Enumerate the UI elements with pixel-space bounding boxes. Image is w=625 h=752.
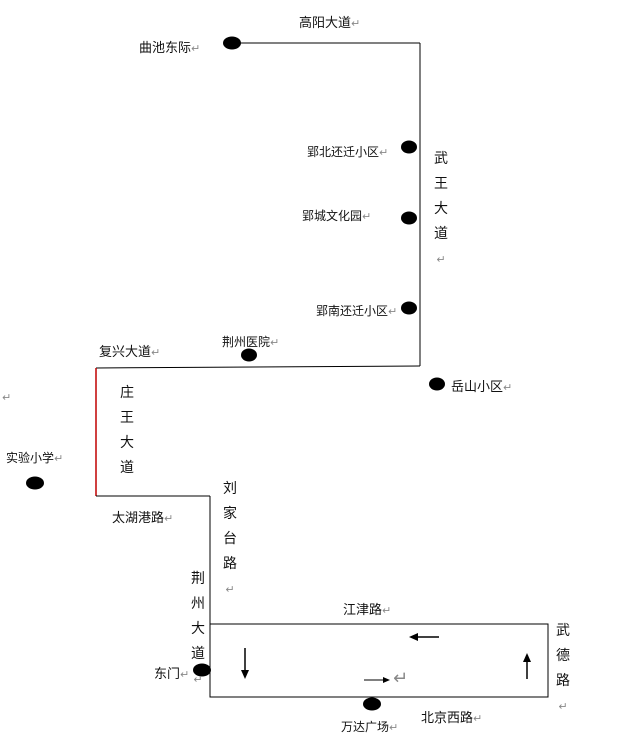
label-wanda: 万达广场↵ [341, 720, 399, 734]
arrow-up-icon [523, 653, 531, 679]
stop-shiyan [26, 476, 44, 490]
label-jingzhou-hospital: 荆州医院↵ [222, 335, 280, 349]
label-jingzhou-ave: 荆州大道↵ [191, 571, 205, 686]
stop-yingcheng [401, 211, 417, 225]
label-taihu: 太湖港路↵ [112, 511, 174, 526]
stop-yingbei [401, 140, 417, 154]
label-yingcheng: 郢城文化园↵ [302, 209, 372, 223]
label-jiangjin: 江津路↵ [343, 603, 392, 618]
arrow-down-icon [241, 648, 249, 679]
stop-dongmen [193, 663, 211, 677]
label-liujiatai: 刘家台路↵ [223, 481, 237, 596]
stop-jingzhou-hospital [241, 348, 257, 362]
label-yueshan: 岳山小区↵ [451, 380, 513, 395]
stop-wanda [363, 697, 381, 711]
stop-yingnan [401, 301, 417, 315]
label-yingbei: 郢北还迁小区↵ [307, 145, 389, 159]
arrow-left-icon [409, 633, 439, 641]
stray-paragraph-mark: ↵ [2, 391, 12, 404]
loop-rectangle [209, 623, 549, 698]
label-gaoyang: 高阳大道↵ [299, 16, 361, 31]
stop-quchi [223, 36, 241, 50]
label-beijing-west: 北京西路↵ [421, 711, 483, 726]
fuxing-road-line [95, 365, 421, 369]
label-shiyan: 实验小学↵ [6, 451, 64, 465]
label-dongmen: 东门↵ [154, 667, 190, 682]
label-quchi: 曲池东际↵ [139, 41, 201, 56]
label-yingnan: 郢南还迁小区↵ [316, 304, 398, 318]
stop-yueshan [429, 377, 445, 391]
arrow-paragraph-mark: ↵ [393, 668, 409, 689]
label-wuwang: 武王大道↵ [434, 151, 448, 266]
label-wude: 武德路↵ [556, 623, 570, 713]
label-zhuangwang: 庄王大道 [120, 385, 134, 476]
arrow-right-icon [364, 677, 390, 683]
label-fuxing: 复兴大道↵ [99, 345, 161, 360]
